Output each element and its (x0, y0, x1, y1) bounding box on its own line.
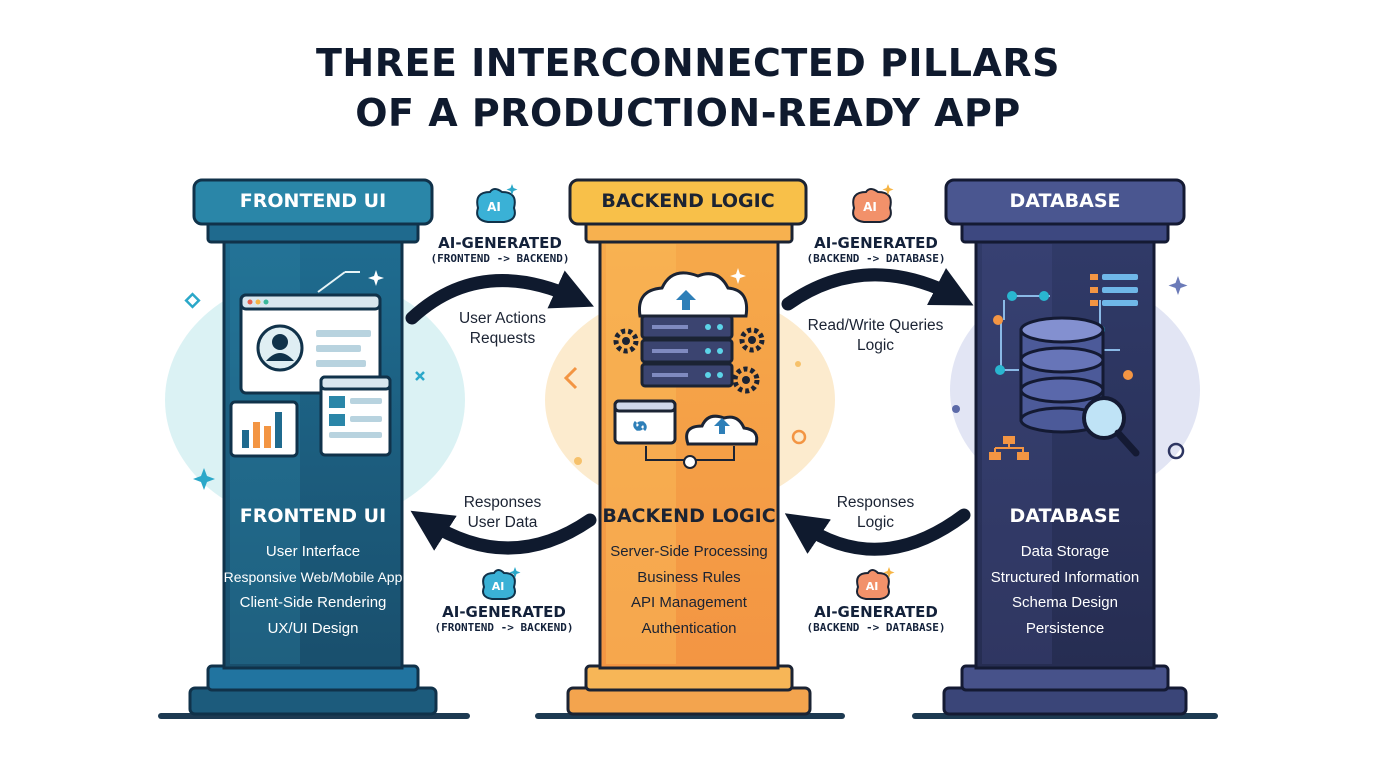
browser-window-profile-chart-icon (229, 270, 392, 458)
ai-generated-direction: (BACKEND -> DATABASE) (806, 252, 946, 265)
ai-badge-text-1: AI (487, 200, 501, 214)
ai-generated-direction: (FRONTEND -> BACKEND) (434, 621, 574, 634)
backend-item: Business Rules (637, 568, 741, 586)
ai-generated-text: AI-GENERATED (814, 603, 938, 621)
database-item: Data Storage (1020, 543, 1110, 560)
flow-line: User Actions (458, 310, 546, 327)
chevron-left-icon (563, 366, 578, 390)
frontend-cap-label: FRONTEND UI (239, 190, 387, 212)
database-cylinder-magnifier-icon (989, 274, 1140, 460)
flow-label-user-actions: User Actions Requests (420, 309, 585, 349)
sparkle-icon (1168, 276, 1188, 295)
database-cap-label: DATABASE (1009, 190, 1121, 212)
backend-item: API Management (631, 594, 747, 611)
backend-items: Server-Side Processing Business Rules AP… (590, 539, 788, 641)
database-items: Data Storage Structured Information Sche… (966, 539, 1164, 641)
flow-line: Responses (836, 494, 915, 511)
frontend-title: FRONTEND UI (239, 505, 387, 527)
cloud-server-gears-icon (613, 268, 765, 469)
backend-item: Authentication (641, 619, 737, 637)
ai-generated-label-fe-be-top: AI-GENERATED (FRONTEND -> BACKEND) (410, 234, 590, 266)
backend-cap-label: BACKEND LOGIC (601, 190, 775, 212)
flow-line: Logic (856, 514, 895, 531)
frontend-item: UX/UI Design (267, 619, 359, 637)
sparkle-icon (193, 468, 215, 490)
backend-description: BACKEND LOGIC Server-Side Processing Bus… (590, 505, 788, 641)
backend-title: BACKEND LOGIC (602, 505, 776, 527)
frontend-item: Client-Side Rendering (239, 594, 387, 611)
frontend-item: Responsive Web/Mobile App (223, 568, 403, 585)
brain-ai-icon: AI (852, 184, 894, 223)
arrow-frontend-to-backend (405, 270, 594, 325)
ai-generated-label-be-db-bottom: AI-GENERATED (BACKEND -> DATABASE) (786, 603, 966, 635)
sparkle-icon (415, 371, 425, 381)
ai-generated-label-be-db-top: AI-GENERATED (BACKEND -> DATABASE) (786, 234, 966, 266)
ring-icon (791, 429, 807, 445)
database-item: Persistence (1025, 619, 1105, 637)
ai-generated-direction: (FRONTEND -> BACKEND) (430, 252, 570, 265)
flow-line: Logic (856, 337, 895, 354)
frontend-description: FRONTEND UI User Interface Responsive We… (214, 505, 412, 641)
database-title: DATABASE (1009, 505, 1121, 527)
database-description: DATABASE Data Storage Structured Informa… (966, 505, 1164, 641)
flow-line: Read/Write Queries (807, 317, 944, 334)
database-pillar (912, 178, 1218, 719)
brain-ai-icon: AI (482, 567, 521, 600)
ring-icon (1167, 442, 1185, 460)
flow-arrows (405, 268, 974, 556)
ai-generated-text: AI-GENERATED (438, 234, 562, 252)
ai-badge-text-3: AI (863, 200, 877, 214)
database-item: Schema Design (1012, 594, 1118, 611)
title-line-2: OF A PRODUCTION-READY APP (355, 91, 1021, 135)
decorative-sparkles (184, 276, 1188, 490)
dot-icon (574, 457, 582, 465)
flow-label-responses-logic: Responses Logic (793, 493, 958, 533)
flow-label-responses-user-data: Responses User Data (420, 493, 585, 533)
ai-generated-direction: (BACKEND -> DATABASE) (806, 621, 946, 634)
ai-generated-text: AI-GENERATED (814, 234, 938, 252)
frontend-items: User Interface Responsive Web/Mobile App… (214, 539, 412, 641)
flow-line: User Data (467, 514, 538, 531)
diagram-title: THREE INTERCONNECTED PILLARS OF A PRODUC… (0, 38, 1376, 138)
flow-line: Responses (463, 494, 542, 511)
title-line-1: THREE INTERCONNECTED PILLARS (316, 41, 1060, 85)
dot-icon (795, 361, 801, 367)
frontend-item: User Interface (265, 543, 361, 560)
brain-ai-icon: AI (476, 184, 518, 223)
arrow-backend-to-frontend (410, 510, 597, 555)
backend-item: Server-Side Processing (610, 543, 768, 560)
flow-line: Requests (469, 330, 536, 347)
database-item: Structured Information (990, 568, 1140, 586)
ai-badge-text-2: AI (492, 580, 505, 593)
arrow-backend-to-database (781, 268, 974, 311)
ai-badge-text-4: AI (866, 580, 879, 593)
arrow-database-to-backend (784, 508, 971, 556)
ai-generated-text: AI-GENERATED (442, 603, 566, 621)
diamond-icon (184, 292, 201, 309)
ai-generated-label-fe-be-bottom: AI-GENERATED (FRONTEND -> BACKEND) (414, 603, 594, 635)
brain-ai-icon: AI (856, 567, 895, 600)
flow-label-read-write: Read/Write Queries Logic (793, 316, 958, 356)
dot-icon (952, 405, 960, 413)
